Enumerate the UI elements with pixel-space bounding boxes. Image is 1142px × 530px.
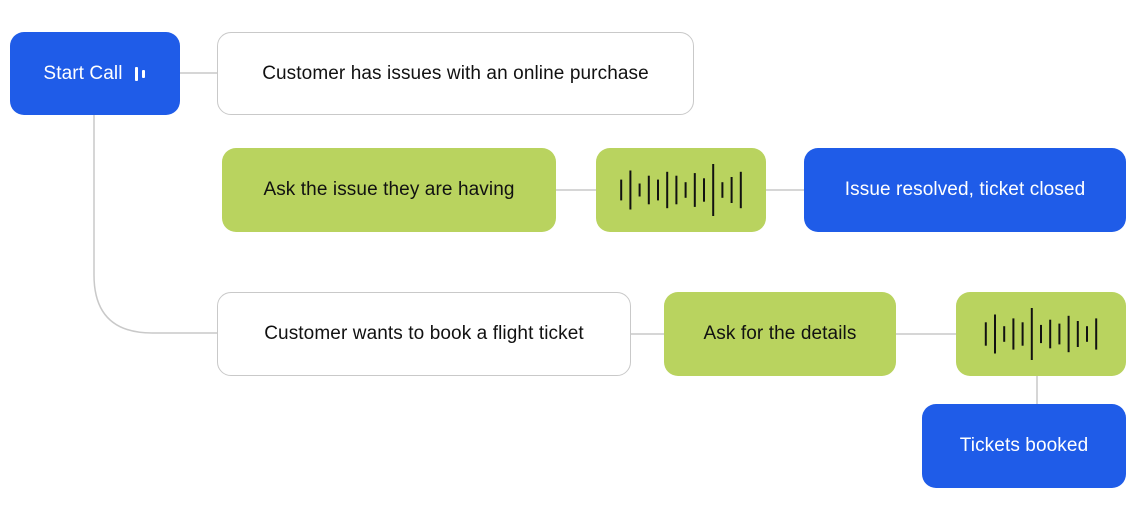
outcome-issue-resolved-label: Issue resolved, ticket closed: [844, 179, 1086, 200]
connector-start-to-flight: [93, 115, 217, 334]
condition-flight-label: Customer wants to book a flight ticket: [264, 323, 584, 344]
action-ask-details-label: Ask for the details: [703, 323, 857, 344]
call-bars-icon: [134, 66, 147, 81]
audio-waveform-icon: [620, 164, 742, 216]
action-ask-issue-node[interactable]: Ask the issue they are having: [222, 148, 556, 232]
voice-wave-node-flight[interactable]: [956, 292, 1126, 376]
action-ask-details-node[interactable]: Ask for the details: [664, 292, 896, 376]
start-call-label: Start Call: [43, 62, 123, 84]
audio-waveform-icon: [984, 308, 1098, 360]
condition-flight-node[interactable]: Customer wants to book a flight ticket: [217, 292, 631, 376]
outcome-issue-resolved-node[interactable]: Issue resolved, ticket closed: [804, 148, 1126, 232]
outcome-tickets-booked-label: Tickets booked: [959, 435, 1089, 456]
start-call-node[interactable]: Start Call: [10, 32, 180, 115]
outcome-tickets-booked-node[interactable]: Tickets booked: [922, 404, 1126, 488]
voice-wave-node-purchase[interactable]: [596, 148, 766, 232]
condition-purchase-node[interactable]: Customer has issues with an online purch…: [217, 32, 694, 115]
condition-purchase-label: Customer has issues with an online purch…: [262, 62, 649, 84]
action-ask-issue-label: Ask the issue they are having: [263, 179, 515, 200]
